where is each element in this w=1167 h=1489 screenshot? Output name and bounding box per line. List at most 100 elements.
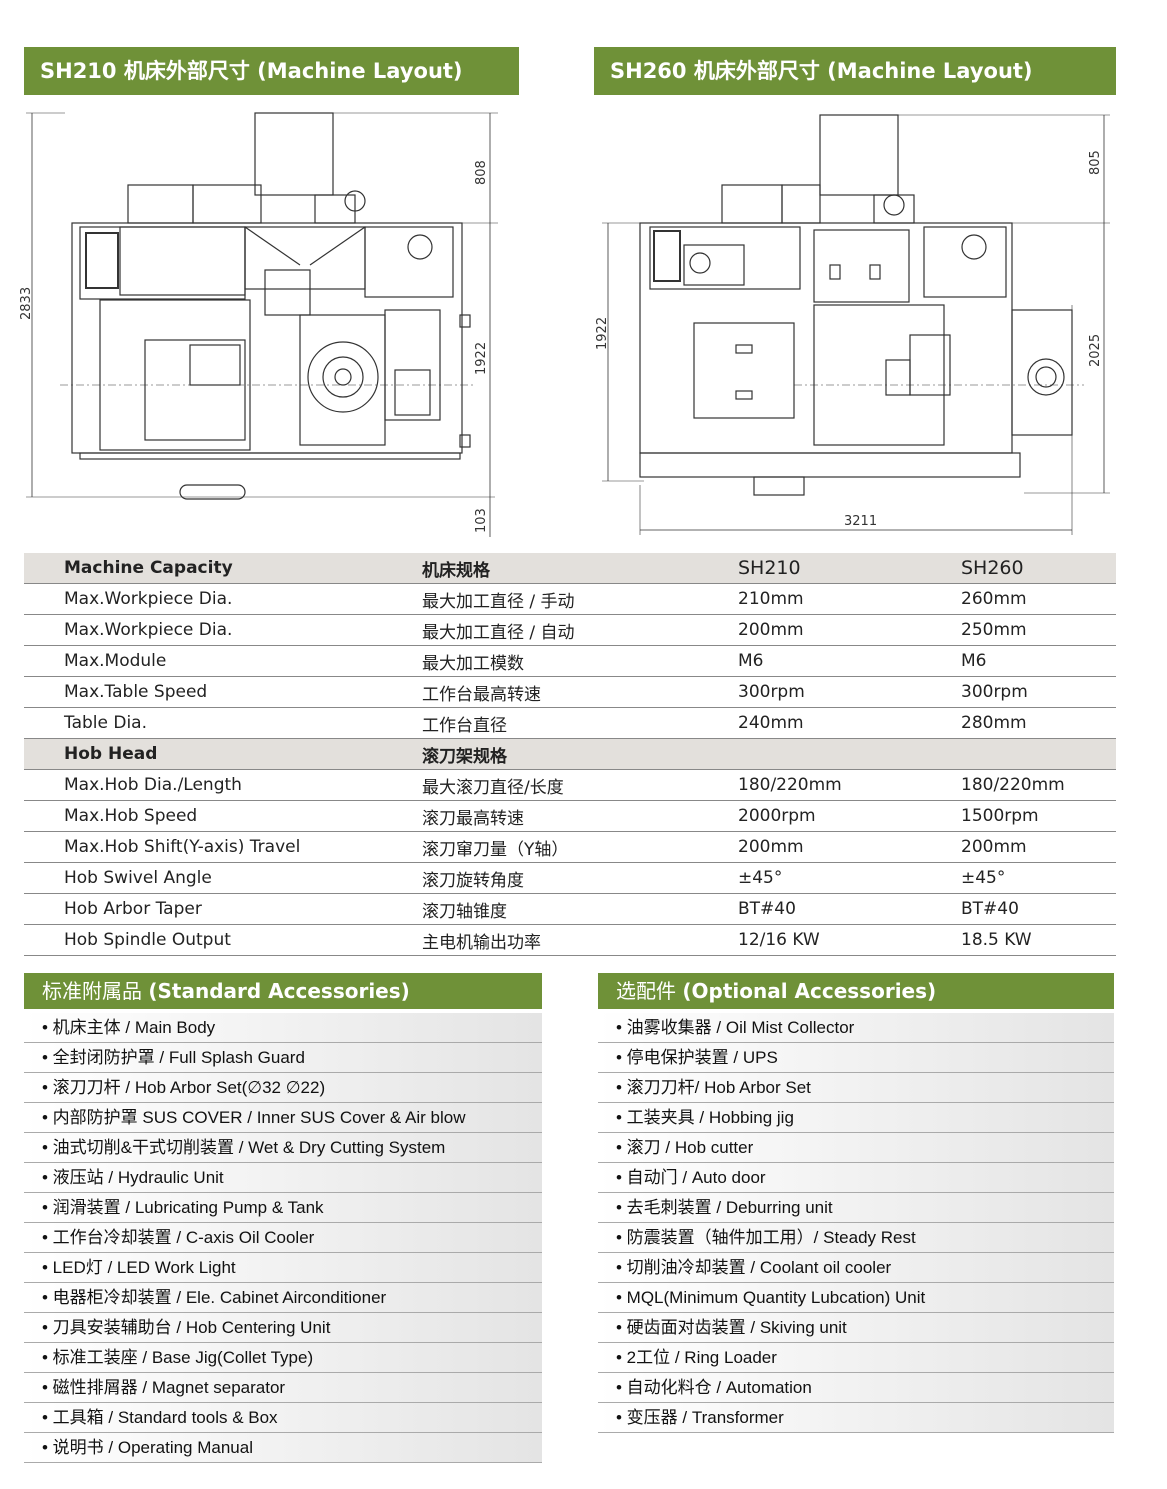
standard-accessory-item: • 磁性排屑器 / Magnet separator xyxy=(24,1373,542,1403)
spec-cell-cn: 滚刀轴锥度 xyxy=(422,901,507,922)
spec-row: Max.Hob Shift(Y-axis) Travel 滚刀窜刀量（Y轴） 200… xyxy=(24,832,1116,863)
spec-row: Max.Workpiece Dia. 最大加工直径 / 手动 210mm 260mm xyxy=(24,584,1116,615)
standard-accessory-item: • 电器柜冷却装置 / Ele. Cabinet Airconditioner xyxy=(24,1283,542,1313)
standard-accessory-item: • 内部防护罩 SUS COVER / Inner SUS Cover & Ai… xyxy=(24,1103,542,1133)
optional-title-en: (Optional Accessories) xyxy=(682,979,937,1003)
optional-accessory-item: • MQL(Minimum Quantity Lubcation) Unit xyxy=(598,1283,1114,1313)
spec-section-en: Hob Head xyxy=(64,744,158,764)
dim-103: 103 xyxy=(474,508,489,533)
spec-cell-m1: 2000rpm xyxy=(738,806,816,826)
spec-cell-cn: 滚刀最高转速 xyxy=(422,808,524,829)
spec-cell-cn: 最大加工直径 / 手动 xyxy=(422,591,575,612)
spec-cell-cn: 工作台直径 xyxy=(422,715,507,736)
spec-cell-en: Max.Module xyxy=(64,651,167,671)
spec-cell-m2: ±45° xyxy=(961,868,1006,888)
standard-accessory-item: • 刀具安装辅助台 / Hob Centering Unit xyxy=(24,1313,542,1343)
spec-cell-m1: ±45° xyxy=(738,868,783,888)
spec-row: Max.Hob Speed 滚刀最高转速 2000rpm 1500rpm xyxy=(24,801,1116,832)
spec-cell-m1: 240mm xyxy=(738,713,804,733)
spec-table: Machine Capacity 机床规格 SH210 SH260 Max.Wo… xyxy=(24,553,1116,956)
spec-cell-m2: 18.5 KW xyxy=(961,930,1032,950)
optional-accessories-list: • 油雾收集器 / Oil Mist Collector• 停电保护装置 / U… xyxy=(598,1013,1114,1433)
spec-cell-m2: 250mm xyxy=(961,620,1027,640)
optional-accessory-item: • 防震装置（轴件加工用）/ Steady Rest xyxy=(598,1223,1114,1253)
optional-accessory-item: • 2工位 / Ring Loader xyxy=(598,1343,1114,1373)
standard-accessories-list: • 机床主体 / Main Body• 全封闭防护罩 / Full Splash… xyxy=(24,1013,542,1463)
standard-title-en: (Standard Accessories) xyxy=(148,979,410,1003)
spec-cell-m1: 200mm xyxy=(738,620,804,640)
spec-cell-cn: 最大加工直径 / 自动 xyxy=(422,622,575,643)
spec-row: Hob Spindle Output 主电机输出功率 12/16 KW 18.5 KW xyxy=(24,925,1116,956)
spec-header-sh260: SH260 xyxy=(961,557,1024,579)
spec-cell-cn: 最大加工模数 xyxy=(422,653,524,674)
spec-cell-m1: 12/16 KW xyxy=(738,930,820,950)
spec-cell-en: Max.Hob Shift(Y-axis) Travel xyxy=(64,837,301,857)
spec-row: Max.Table Speed 工作台最高转速 300rpm 300rpm xyxy=(24,677,1116,708)
spec-cell-m1: 210mm xyxy=(738,589,804,609)
standard-title-cn: 标准附属品 xyxy=(42,979,142,1003)
sh260-layout-title: SH260 机床外部尺寸 (Machine Layout) xyxy=(594,47,1116,95)
spec-cell-cn: 最大滚刀直径/长度 xyxy=(422,777,564,798)
optional-accessory-item: • 切削油冷却装置 / Coolant oil cooler xyxy=(598,1253,1114,1283)
standard-accessory-item: • 润滑装置 / Lubricating Pump & Tank xyxy=(24,1193,542,1223)
spec-cell-m2: M6 xyxy=(961,651,987,671)
dim-2833: 2833 xyxy=(20,287,34,320)
spec-cell-m2: 1500rpm xyxy=(961,806,1039,826)
sh210-layout-drawing: 2833 808 1922 103 xyxy=(20,112,498,537)
optional-accessory-item: • 滚刀 / Hob cutter xyxy=(598,1133,1114,1163)
standard-accessory-item: • 工作台冷却装置 / C-axis Oil Cooler xyxy=(24,1223,542,1253)
optional-accessory-item: • 工装夹具 / Hobbing jig xyxy=(598,1103,1114,1133)
dim-808: 808 xyxy=(474,160,489,185)
standard-accessory-item: • 标准工装座 / Base Jig(Collet Type) xyxy=(24,1343,542,1373)
sh260-layout-drawing: 805 1922 2025 3211 xyxy=(595,114,1110,535)
spec-cell-m1: 180/220mm xyxy=(738,775,842,795)
optional-accessory-item: • 滚刀刀杆/ Hob Arbor Set xyxy=(598,1073,1114,1103)
spec-cell-en: Hob Arbor Taper xyxy=(64,899,202,919)
optional-accessory-item: • 变压器 / Transformer xyxy=(598,1403,1114,1433)
spec-header-row: Machine Capacity 机床规格 SH210 SH260 xyxy=(24,553,1116,584)
spec-header-en: Machine Capacity xyxy=(64,558,233,578)
dim-805: 805 xyxy=(1088,150,1103,175)
optional-title-cn: 选配件 xyxy=(616,979,676,1003)
spec-cell-m2: 300rpm xyxy=(961,682,1028,702)
spec-cell-en: Max.Hob Speed xyxy=(64,806,198,826)
spec-cell-en: Max.Workpiece Dia. xyxy=(64,589,233,609)
spec-cell-m1: 200mm xyxy=(738,837,804,857)
spec-cell-m2: 260mm xyxy=(961,589,1027,609)
standard-accessory-item: • LED灯 / LED Work Light xyxy=(24,1253,542,1283)
standard-accessory-item: • 机床主体 / Main Body xyxy=(24,1013,542,1043)
spec-header-sh210: SH210 xyxy=(738,557,801,579)
dim-1922-right: 1922 xyxy=(595,317,610,350)
spec-cell-en: Hob Swivel Angle xyxy=(64,868,212,888)
spec-cell-m1: 300rpm xyxy=(738,682,805,702)
spec-section-cn: 滚刀架规格 xyxy=(422,746,507,767)
spec-cell-en: Max.Workpiece Dia. xyxy=(64,620,233,640)
standard-accessory-item: • 全封闭防护罩 / Full Splash Guard xyxy=(24,1043,542,1073)
optional-accessories-title: 选配件 (Optional Accessories) xyxy=(598,973,1114,1009)
standard-accessory-item: • 油式切削&干式切削装置 / Wet & Dry Cutting System xyxy=(24,1133,542,1163)
optional-accessory-item: • 硬齿面对齿装置 / Skiving unit xyxy=(598,1313,1114,1343)
spec-cell-cn: 滚刀窜刀量（Y轴） xyxy=(422,839,569,860)
standard-accessory-item: • 说明书 / Operating Manual xyxy=(24,1433,542,1463)
optional-accessory-item: • 油雾收集器 / Oil Mist Collector xyxy=(598,1013,1114,1043)
sh210-layout-title: SH210 机床外部尺寸 (Machine Layout) xyxy=(24,47,519,95)
spec-cell-en: Hob Spindle Output xyxy=(64,930,231,950)
optional-accessory-item: • 自动化料仓 / Automation xyxy=(598,1373,1114,1403)
standard-accessory-item: • 液压站 / Hydraulic Unit xyxy=(24,1163,542,1193)
optional-accessory-item: • 去毛刺装置 / Deburring unit xyxy=(598,1193,1114,1223)
optional-accessory-item: • 停电保护装置 / UPS xyxy=(598,1043,1114,1073)
standard-accessories-title: 标准附属品 (Standard Accessories) xyxy=(24,973,542,1009)
dim-3211: 3211 xyxy=(844,514,877,529)
spec-cell-m2: 200mm xyxy=(961,837,1027,857)
spec-cell-cn: 主电机输出功率 xyxy=(422,932,541,953)
spec-cell-m2: 280mm xyxy=(961,713,1027,733)
optional-accessory-item: • 自动门 / Auto door xyxy=(598,1163,1114,1193)
spec-cell-cn: 工作台最高转速 xyxy=(422,684,541,705)
dim-1922: 1922 xyxy=(474,342,489,375)
spec-cell-en: Max.Table Speed xyxy=(64,682,208,702)
spec-header-cn: 机床规格 xyxy=(422,560,490,581)
dim-2025: 2025 xyxy=(1088,334,1103,367)
